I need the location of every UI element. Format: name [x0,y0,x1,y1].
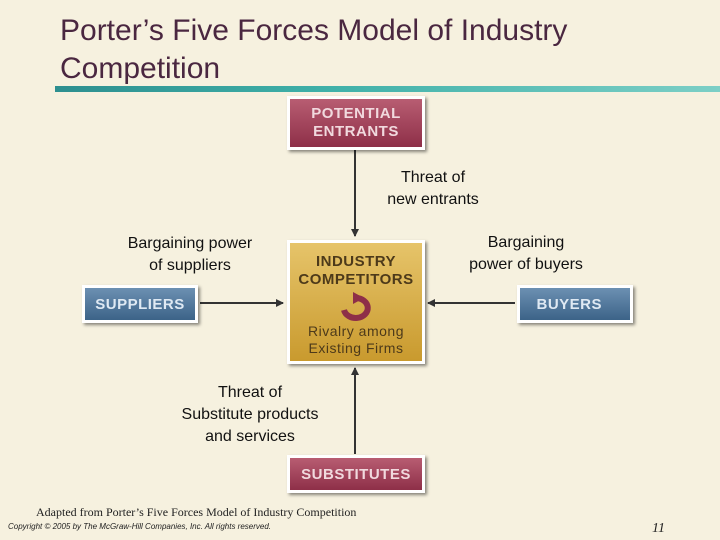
suppliers-box: SUPPLIERS [82,285,198,323]
threat-sub-line-3: and services [205,428,295,445]
buyer-power-line-2: power of buyers [469,256,583,273]
buyer-power-line-1: Bargaining [487,234,565,251]
threat-sub-line-1: Threat of [217,384,283,401]
threat-new-line-2: new entrants [387,191,479,208]
page-number: 11 [652,521,665,536]
substitutes-box: SUBSTITUTES [287,455,425,493]
title-line-1: Porter’s Five Forces Model of Industry [60,14,568,47]
potential-entrants-line-2: ENTRANTS [313,123,399,140]
supplier-power-label: Bargaining power of suppliers [110,233,270,277]
industry-competitors-box: INDUSTRY COMPETITORS Rivalry among Exist… [287,240,425,364]
threat-new-line-1: Threat of [400,169,466,186]
rivalry-line-1: Rivalry among [308,323,404,339]
title-divider [55,86,720,92]
threat-substitutes-label: Threat of Substitute products and servic… [160,382,340,448]
buyers-label: BUYERS [536,295,602,313]
substitutes-label: SUBSTITUTES [301,465,411,483]
buyers-box: BUYERS [517,285,633,323]
potential-entrants-box: POTENTIAL ENTRANTS [287,96,425,150]
supplier-power-line-2: of suppliers [149,257,231,274]
potential-entrants-line-1: POTENTIAL [311,105,401,122]
threat-sub-line-2: Substitute products [181,406,319,423]
supplier-power-line-1: Bargaining power [127,235,253,252]
slide-title: Porter’s Five Forces Model of Industry C… [60,12,660,88]
suppliers-label: SUPPLIERS [95,295,185,313]
industry-line-2: COMPETITORS [298,271,414,288]
buyer-power-label: Bargaining power of buyers [448,232,604,276]
rivalry-line-2: Existing Firms [308,340,404,356]
title-line-2: Competition [60,52,221,85]
copyright-notice: Copyright © 2005 by The McGraw-Hill Comp… [8,522,272,531]
rivalry-cycle-icon [341,292,371,321]
source-note: Adapted from Porter’s Five Forces Model … [36,505,357,519]
industry-line-1: INDUSTRY [315,253,397,270]
threat-new-entrants-label: Threat of new entrants [370,167,496,211]
